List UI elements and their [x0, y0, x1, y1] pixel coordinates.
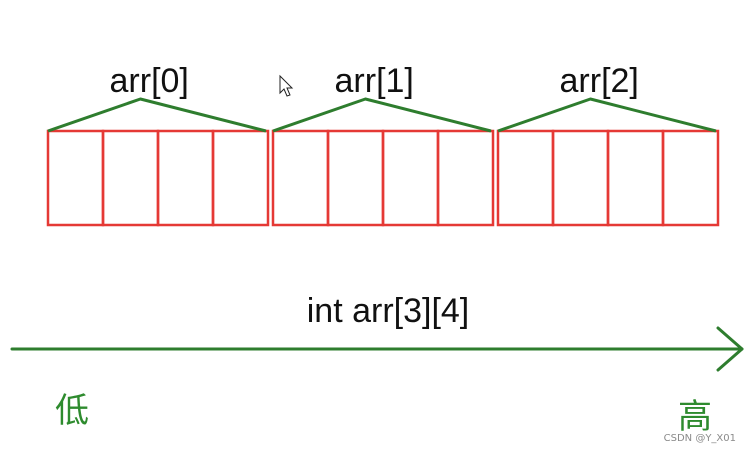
element-cell	[211, 129, 270, 227]
low-address-label: 低	[55, 391, 89, 431]
element-cell	[496, 129, 555, 227]
mouse-pointer-icon	[279, 74, 294, 97]
row-bracket	[47, 97, 267, 133]
declaration-label: int arr[3][4]	[307, 292, 470, 330]
row-label: arr[2]	[560, 62, 639, 100]
element-cell	[606, 129, 665, 227]
row-bracket	[497, 97, 717, 133]
arrow-head	[716, 326, 744, 372]
row-bracket	[272, 97, 492, 133]
row-label: arr[0]	[110, 62, 189, 100]
element-cell	[46, 129, 105, 227]
element-cell	[326, 129, 385, 227]
watermark: CSDN @Y_X01	[664, 433, 736, 444]
row-group-0: arr[0]	[46, 62, 270, 227]
row-group-2: arr[2]	[496, 62, 720, 227]
element-cell	[156, 129, 215, 227]
element-cell	[661, 129, 720, 227]
element-cell	[551, 129, 610, 227]
element-cell	[436, 129, 495, 227]
row-label: arr[1]	[335, 62, 414, 100]
high-address-label: 高	[678, 397, 712, 437]
row-group-1: arr[1]	[271, 62, 495, 227]
element-cell	[101, 129, 160, 227]
element-cell	[381, 129, 440, 227]
element-cell	[271, 129, 330, 227]
direction-arrow	[10, 326, 744, 372]
rows-layer: arr[0] arr[1] arr[2]	[46, 62, 720, 227]
